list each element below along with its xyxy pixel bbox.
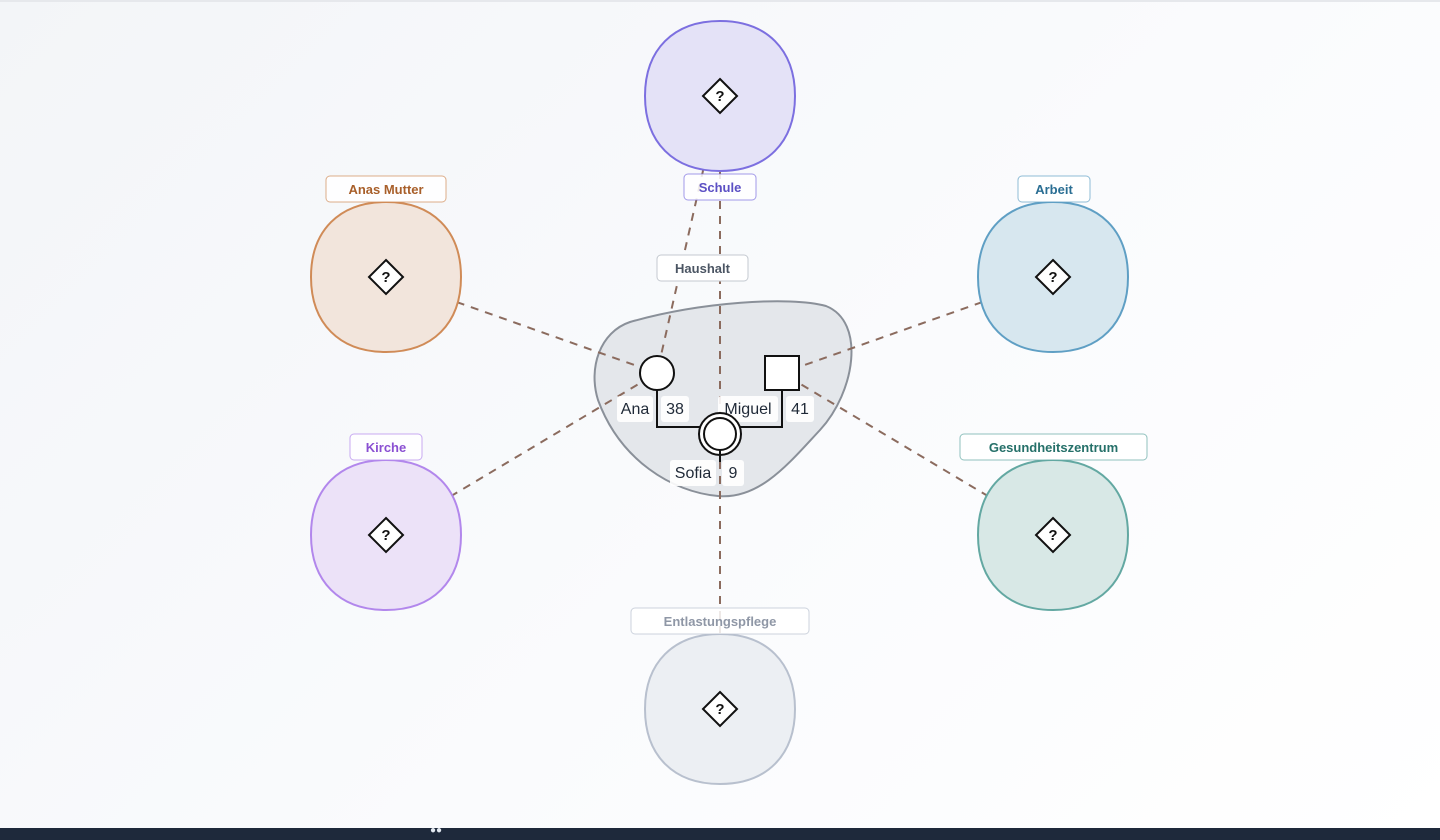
system-label: Gesundheitszentrum <box>989 440 1118 455</box>
question-mark: ? <box>381 527 390 544</box>
person-age: 9 <box>729 465 738 482</box>
system-entlastungspflege-overlay[interactable]: Entlastungspflege? <box>630 607 810 728</box>
question-mark: ? <box>1048 527 1057 544</box>
system-label-box <box>349 433 423 461</box>
person-name: Ana <box>621 401 650 418</box>
person-sofia[interactable]: Sofia 9 <box>670 412 744 486</box>
system-label-box <box>630 607 810 635</box>
svg-text:Haushalt: Haushalt <box>675 261 731 276</box>
system-arbeit-overlay[interactable]: Arbeit? <box>1017 175 1091 296</box>
unknown-member-diamond-icon[interactable] <box>1034 516 1072 554</box>
household-label: Haushalt <box>656 254 749 282</box>
top-divider <box>0 0 1440 2</box>
person-name: Miguel <box>724 401 771 418</box>
system-anas-mutter-overlay[interactable]: Anas Mutter? <box>325 175 447 296</box>
person-miguel[interactable]: Miguel 41 <box>718 355 814 422</box>
system-label: Arbeit <box>1035 182 1073 197</box>
unknown-member-diamond-icon[interactable] <box>701 77 739 115</box>
bottom-bar: ●● <box>0 825 1440 840</box>
system-label-box <box>1017 175 1091 203</box>
system-label-box <box>959 433 1148 461</box>
system-label-box <box>325 175 447 203</box>
unknown-member-diamond-icon[interactable] <box>1034 258 1072 296</box>
person-age: 41 <box>791 401 809 418</box>
question-mark: ? <box>381 269 390 286</box>
unknown-member-diamond-icon[interactable] <box>701 690 739 728</box>
unknown-member-diamond-icon[interactable] <box>367 258 405 296</box>
system-label: Kirche <box>366 440 406 455</box>
system-label: Anas Mutter <box>348 182 423 197</box>
system-kirche-overlay[interactable]: Kirche? <box>349 433 423 554</box>
question-mark: ? <box>715 701 724 718</box>
question-mark: ? <box>1048 269 1057 286</box>
group-icon: ●● <box>430 825 443 836</box>
system-schule-overlay[interactable]: Schule? <box>683 77 757 201</box>
unknown-member-diamond-icon[interactable] <box>367 516 405 554</box>
system-label: Schule <box>699 180 742 195</box>
system-label: Entlastungspflege <box>664 614 777 629</box>
person-age: 38 <box>666 401 684 418</box>
person-name: Sofia <box>675 465 712 482</box>
system-label-box <box>683 173 757 201</box>
question-mark: ? <box>715 88 724 105</box>
person-ana[interactable]: Ana 38 <box>617 355 689 422</box>
system-gesundheitszentrum-overlay[interactable]: Gesundheitszentrum? <box>959 433 1148 554</box>
external-systems: Schule?Anas Mutter?Arbeit?Kirche?Gesundh… <box>309 19 1148 786</box>
